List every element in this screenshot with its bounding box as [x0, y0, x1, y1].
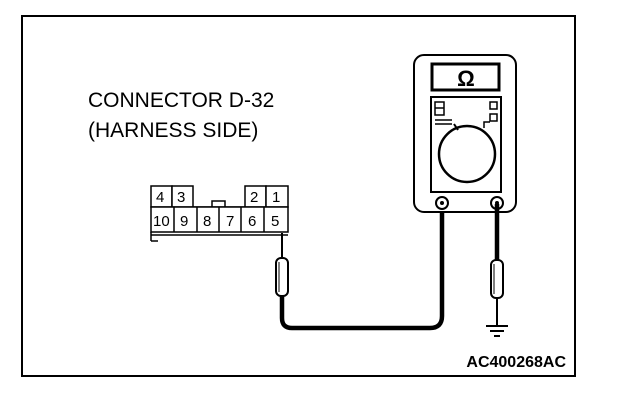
ground-symbol [486, 325, 508, 337]
pin-label: 6 [248, 213, 256, 230]
multimeter: Ω [413, 54, 517, 213]
connector-d32: 4 3 2 1 10 9 8 7 6 5 [150, 185, 289, 242]
connector-title: CONNECTOR D-32 [88, 89, 274, 112]
test-lead-wire [279, 204, 445, 331]
rotary-dial [437, 124, 497, 184]
pin-label: 9 [180, 213, 188, 230]
pin-label: 1 [272, 189, 280, 206]
figure-code: AC400268AC [466, 354, 566, 371]
pin-label: 8 [203, 213, 211, 230]
test-probe-ground [490, 259, 504, 299]
multimeter-display [430, 62, 501, 92]
test-probe-connector [275, 257, 289, 297]
pin-label: 4 [156, 189, 164, 206]
pin-label: 3 [177, 189, 185, 206]
pin-label: 5 [271, 213, 279, 230]
pin-label: 10 [153, 213, 170, 230]
ohm-symbol: Ω [457, 66, 475, 91]
connector-subtitle: (HARNESS SIDE) [88, 119, 258, 142]
connector-latch [211, 200, 226, 208]
pin-label: 2 [250, 189, 258, 206]
pin-label: 7 [226, 213, 234, 230]
